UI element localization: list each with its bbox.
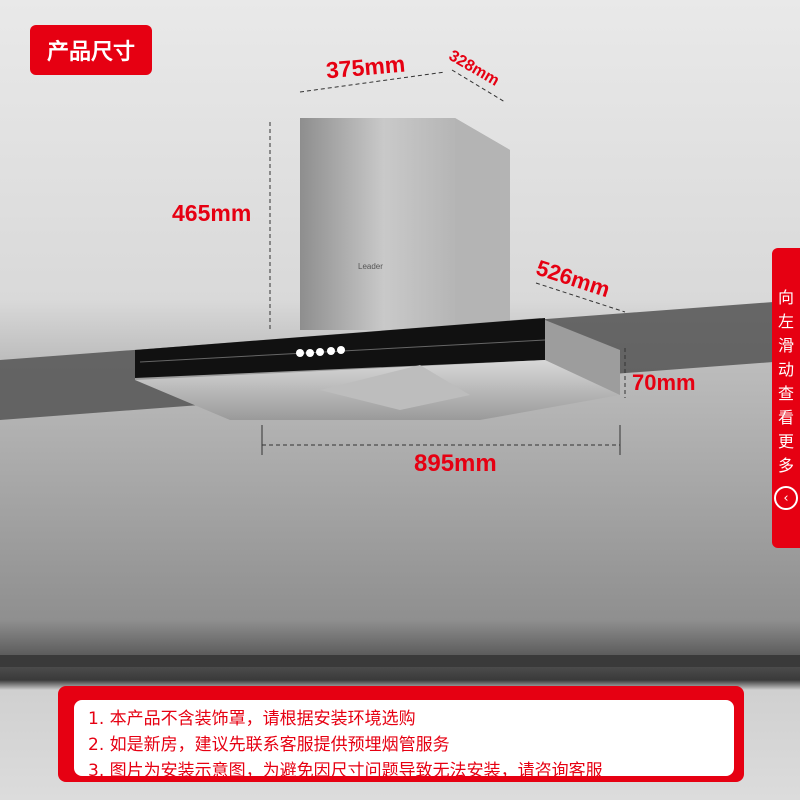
side-tab-char: 滑	[777, 336, 794, 355]
side-tab-char: 看	[777, 408, 794, 427]
side-tab-char: 更	[777, 432, 794, 451]
note-item: 2. 如是新房，建议先联系客服提供预埋烟管服务	[88, 735, 450, 755]
dim-height-chimney: 465mm	[172, 200, 252, 226]
chevron-left-icon[interactable]: ‹	[774, 486, 798, 510]
side-tab-char: 动	[777, 360, 794, 379]
product-size-badge: 产品尺寸	[30, 25, 152, 75]
dim-width-hood: 895mm	[414, 450, 497, 477]
side-tab-char: 查	[777, 384, 794, 403]
swipe-left-more-tab[interactable]: 向 左 滑 动 查 看 更 多 ‹	[772, 248, 800, 548]
notes-box: 1. 本产品不含装饰罩，请根据安装环境选购 2. 如是新房，建议先联系客服提供预…	[58, 686, 744, 782]
notes-list: 1. 本产品不含装饰罩，请根据安装环境选购 2. 如是新房，建议先联系客服提供预…	[74, 700, 734, 781]
side-tab-char: 左	[777, 312, 794, 331]
note-item: 3. 图片为安装示意图，为避免因尺寸问题导致无法安装，请咨询客服	[88, 761, 603, 781]
side-tab-char: 多	[777, 456, 794, 475]
brand-label: Leader	[358, 262, 383, 271]
side-tab-char: 向	[777, 288, 794, 307]
dim-height-hood: 70mm	[632, 370, 696, 395]
note-item: 1. 本产品不含装饰罩，请根据安装环境选购	[88, 709, 416, 729]
